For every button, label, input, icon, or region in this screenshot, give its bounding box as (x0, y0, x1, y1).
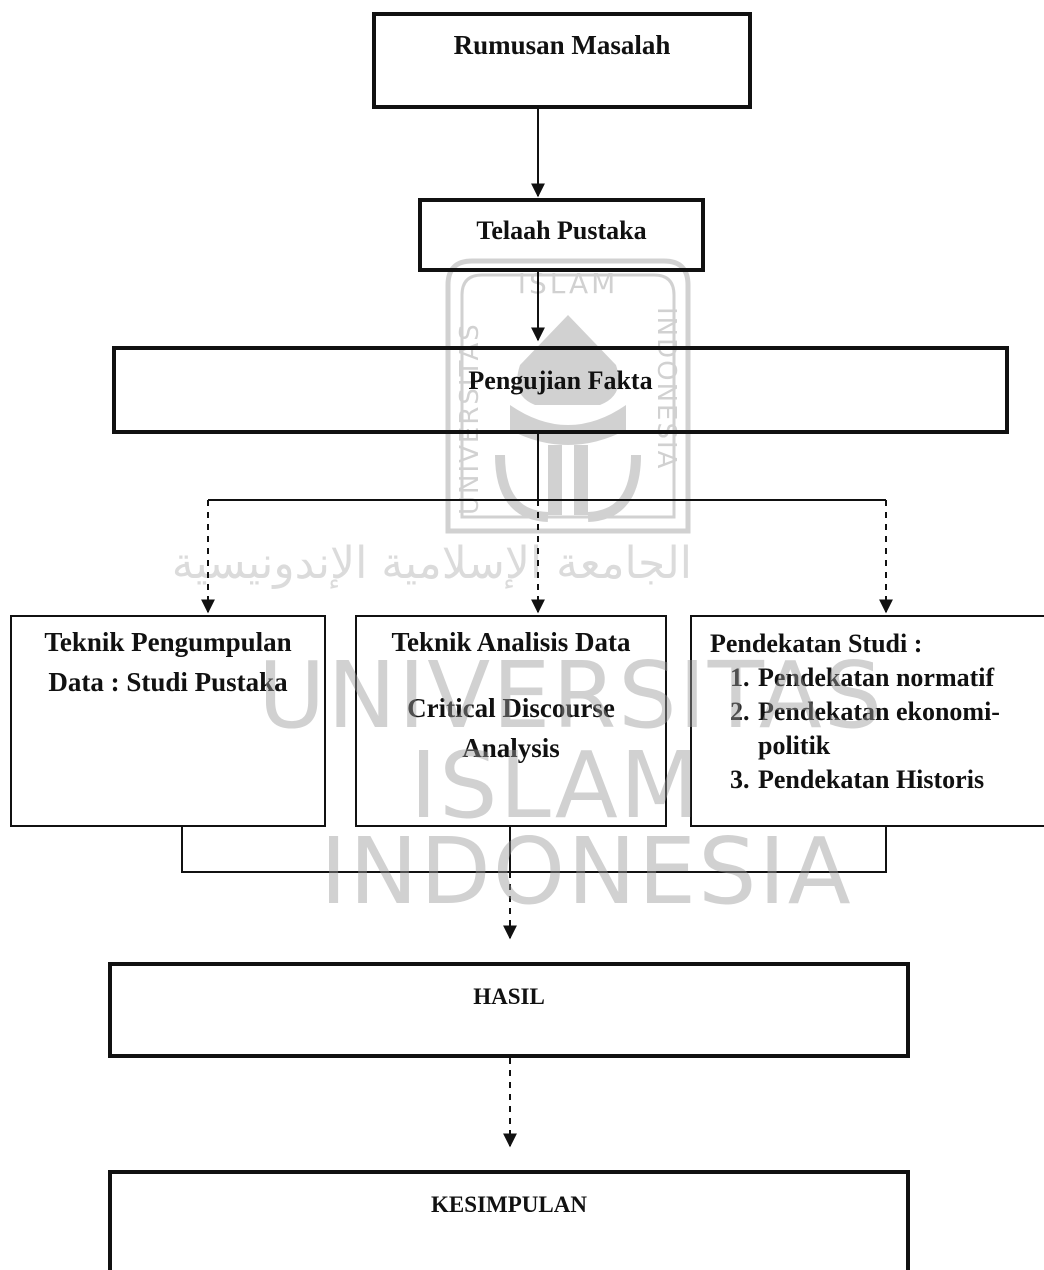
node-pendekatan-title: Pendekatan Studi : (710, 629, 923, 658)
node-telaah-label: Telaah Pustaka (476, 216, 647, 245)
pendekatan-list: Pendekatan normatif Pendekatan ekonomi-p… (710, 661, 1044, 797)
pendekatan-item-ekonomi-politik: Pendekatan ekonomi-politik (756, 695, 1044, 763)
node-pengumpulan-line1: Teknik Pengumpulan (44, 627, 292, 657)
node-pendekatan-content: Pendekatan Studi : Pendekatan normatif P… (710, 627, 1044, 797)
node-pengumpulan-line2: Data : Studi Pustaka (48, 667, 288, 697)
node-hasil-label: HASIL (473, 984, 545, 1009)
node-rumusan-label: Rumusan Masalah (453, 30, 671, 60)
node-analisis-line3: Analysis (462, 733, 560, 763)
pendekatan-item-normatif: Pendekatan normatif (756, 661, 1044, 695)
node-pengujian-label: Pengujian Fakta (468, 366, 653, 395)
pendekatan-item-historis: Pendekatan Historis (756, 763, 1044, 797)
node-pendekatan-studi: Pendekatan Studi : Pendekatan normatif P… (690, 615, 1044, 827)
node-teknik-pengumpulan: Teknik Pengumpulan Data : Studi Pustaka (10, 615, 326, 827)
node-analisis-line1: Teknik Analisis Data (391, 627, 631, 657)
node-analisis-line2: Critical Discourse (407, 693, 615, 723)
node-rumusan-masalah: Rumusan Masalah (372, 12, 752, 109)
node-pengujian-fakta: Pengujian Fakta (112, 346, 1009, 434)
node-kesimpulan-label: KESIMPULAN (431, 1192, 587, 1217)
merge-bracket (181, 826, 887, 873)
node-telaah-pustaka: Telaah Pustaka (418, 198, 705, 272)
node-teknik-analisis: Teknik Analisis Data Critical Discourse … (355, 615, 667, 827)
node-kesimpulan: KESIMPULAN (108, 1170, 910, 1270)
node-hasil: HASIL (108, 962, 910, 1058)
